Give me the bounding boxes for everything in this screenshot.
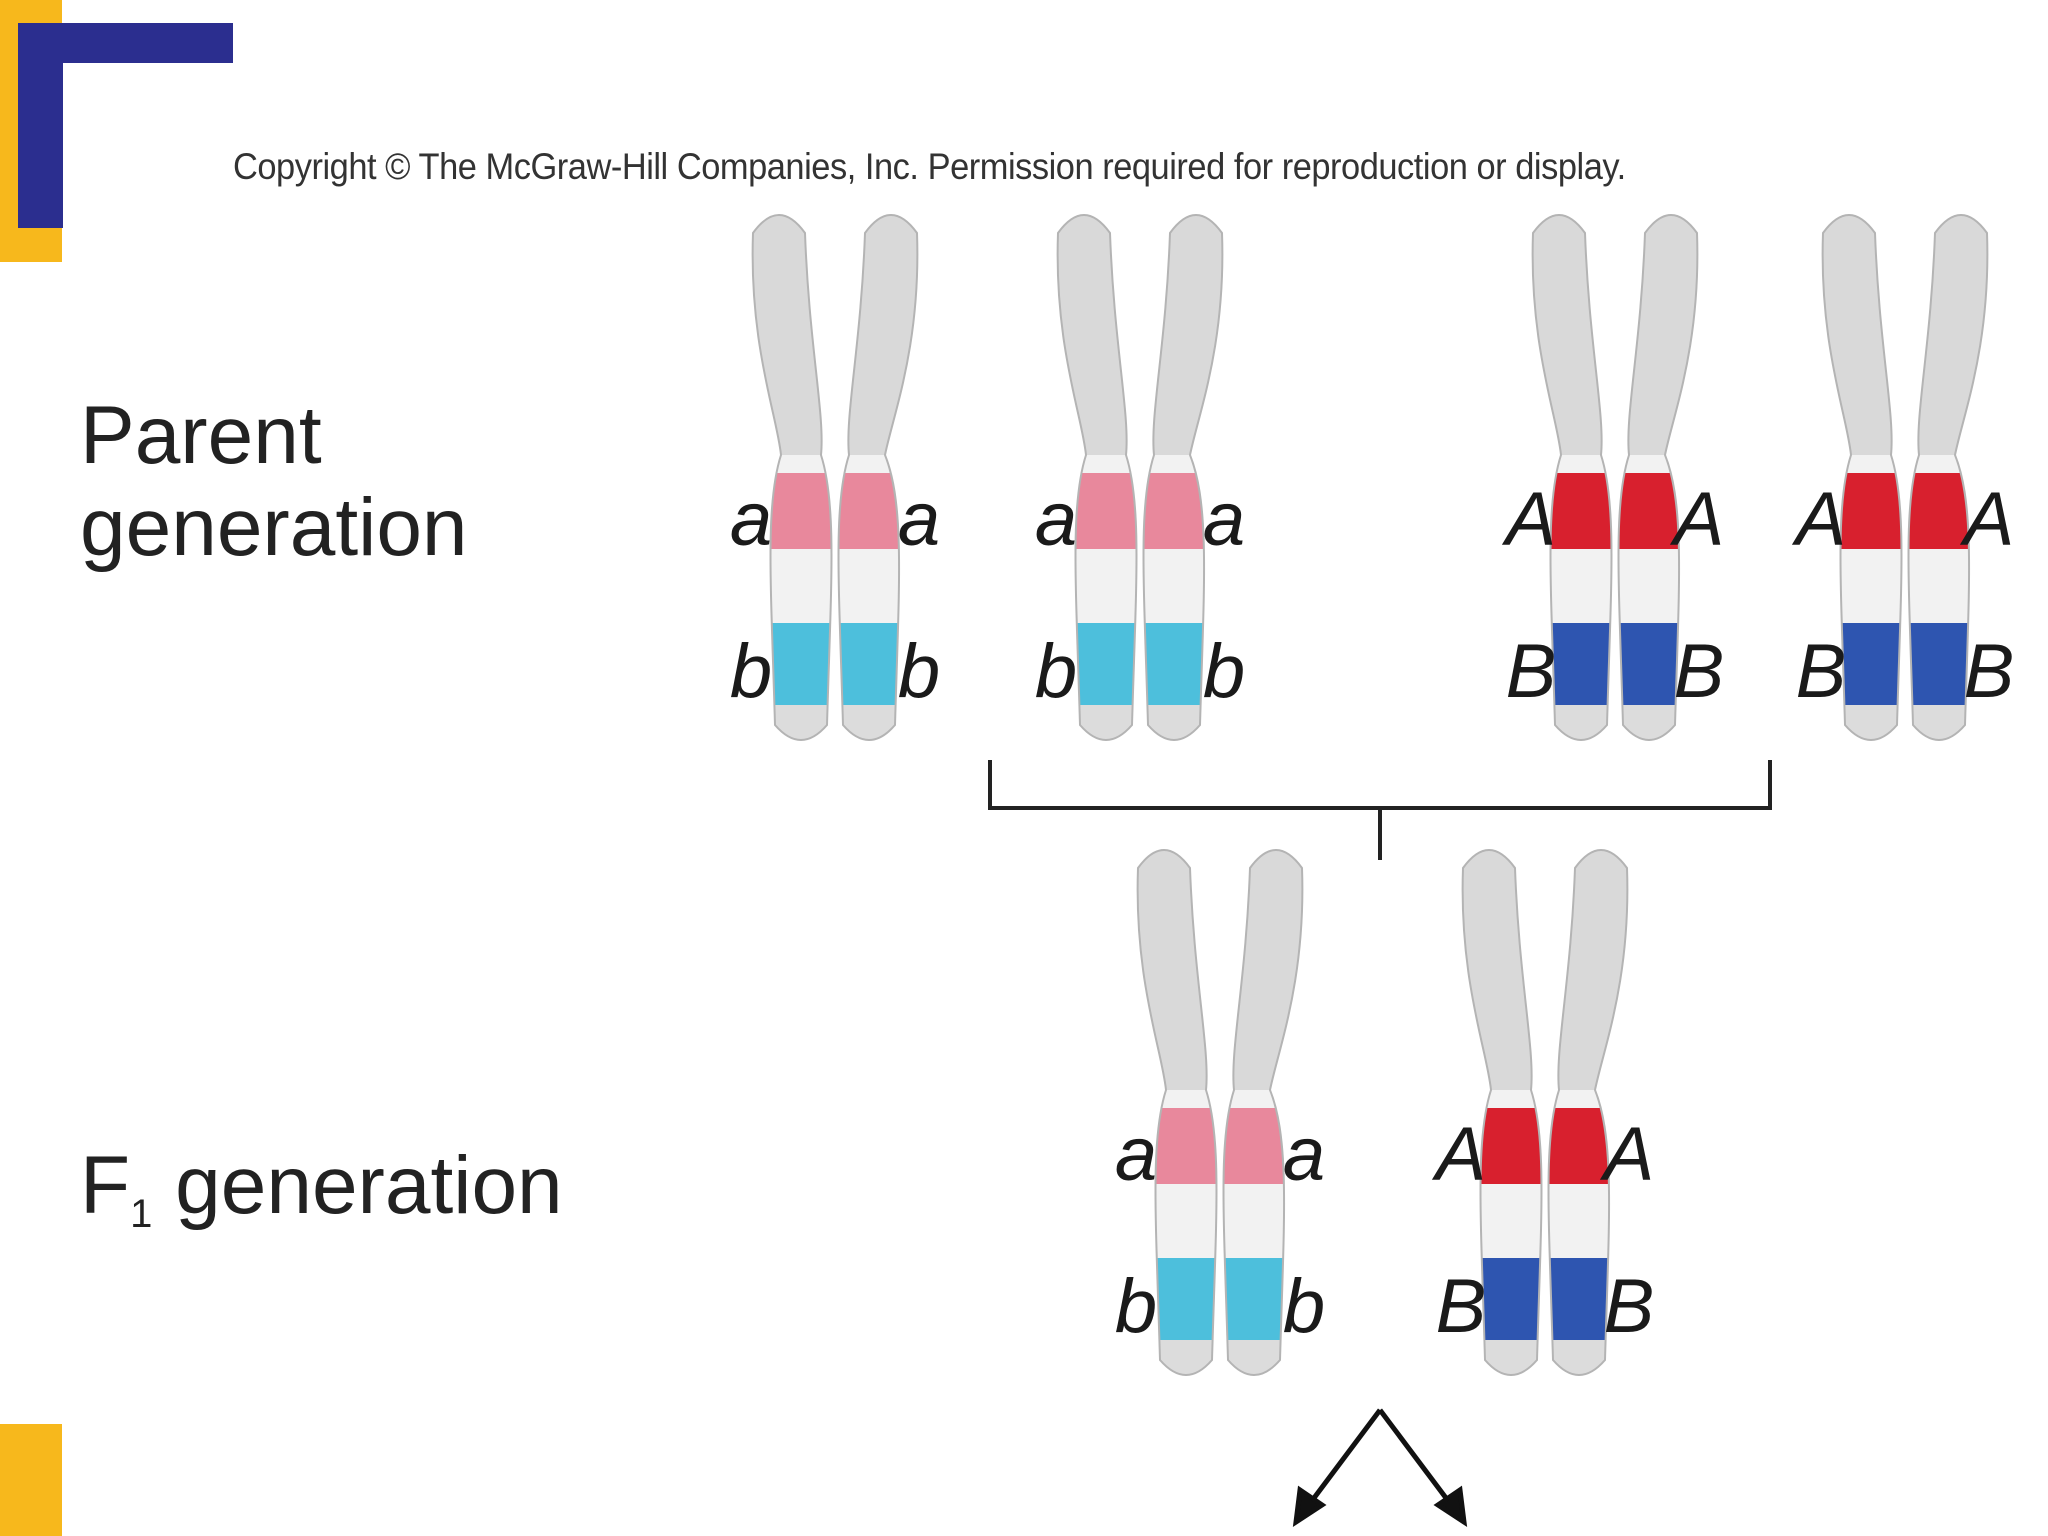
allele-label-right-2: B — [1604, 1264, 1655, 1349]
allele-label-right-2: b — [1283, 1264, 1325, 1349]
allele-label-right-1: A — [1600, 1112, 1655, 1197]
allele-label-left-1: A — [1502, 477, 1557, 562]
chromatid-outline — [1547, 849, 1629, 1376]
allele-band-1 — [1066, 473, 1137, 549]
arrow-left-head — [1292, 1485, 1327, 1528]
allele-label-left-2: B — [1796, 629, 1847, 714]
allele-label-right-2: B — [1674, 629, 1725, 714]
parent-generation-label: Parent generation — [80, 390, 468, 574]
allele-label-right-1: a — [1283, 1112, 1325, 1197]
chromatid-outline — [1136, 849, 1218, 1376]
allele-label-left-2: b — [1035, 629, 1077, 714]
parent-label-line-1: Parent — [80, 390, 322, 481]
allele-label-left-2: b — [730, 629, 772, 714]
cross-bracket — [988, 760, 1772, 860]
allele-label-right-1: a — [898, 477, 940, 562]
allele-label-right-2: b — [898, 629, 940, 714]
parent-label-line-2: generation — [80, 481, 468, 573]
allele-label-left-1: A — [1432, 1112, 1487, 1197]
allele-label-right-1: A — [1960, 477, 2015, 562]
allele-label-left-1: a — [730, 477, 772, 562]
allele-label-right-2: B — [1964, 629, 2015, 714]
copyright-notice: Copyright © The McGraw-Hill Companies, I… — [233, 146, 1626, 187]
allele-label-left-1: a — [1115, 1112, 1157, 1197]
allele-label-right-1: a — [1203, 477, 1245, 562]
chromatid-outline — [1222, 849, 1304, 1376]
allele-band-1 — [1146, 1108, 1217, 1184]
arrow-right-shaft — [1378, 1408, 1457, 1512]
f1-label-subscript: 1 — [130, 1192, 153, 1236]
allele-label-right-1: A — [1670, 477, 1725, 562]
allele-label-left-2: b — [1115, 1264, 1157, 1349]
frame-yellow-bar-bottom — [0, 1424, 62, 1536]
arrow-right-head — [1433, 1485, 1468, 1528]
meiosis-arrows — [1292, 1408, 1468, 1528]
chromatid-outline — [1907, 214, 1989, 741]
chromatid-outline — [1461, 849, 1543, 1376]
chromatid-outline — [837, 214, 919, 741]
allele-label-left-2: B — [1506, 629, 1557, 714]
chromatid-outline — [1142, 214, 1224, 741]
f1-generation-label: F1 generation — [80, 1140, 563, 1237]
allele-label-right-2: b — [1203, 629, 1245, 714]
frame-blue-bar-vertical — [18, 23, 63, 228]
chromatid-outline — [1617, 214, 1699, 741]
allele-band-1 — [761, 473, 832, 549]
allele-label-left-2: B — [1436, 1264, 1487, 1349]
chromatid-outline — [1531, 214, 1613, 741]
bracket-line — [988, 760, 1772, 810]
arrow-left-shaft — [1303, 1408, 1382, 1512]
f1-label-text: generation — [152, 1140, 563, 1231]
allele-label-left-1: a — [1035, 477, 1077, 562]
f1-label-letter: F — [80, 1140, 131, 1231]
chromatid-outline — [751, 214, 833, 741]
chromatid-outline — [1056, 214, 1138, 741]
allele-label-left-1: A — [1792, 477, 1847, 562]
chromatid-outline — [1821, 214, 1903, 741]
